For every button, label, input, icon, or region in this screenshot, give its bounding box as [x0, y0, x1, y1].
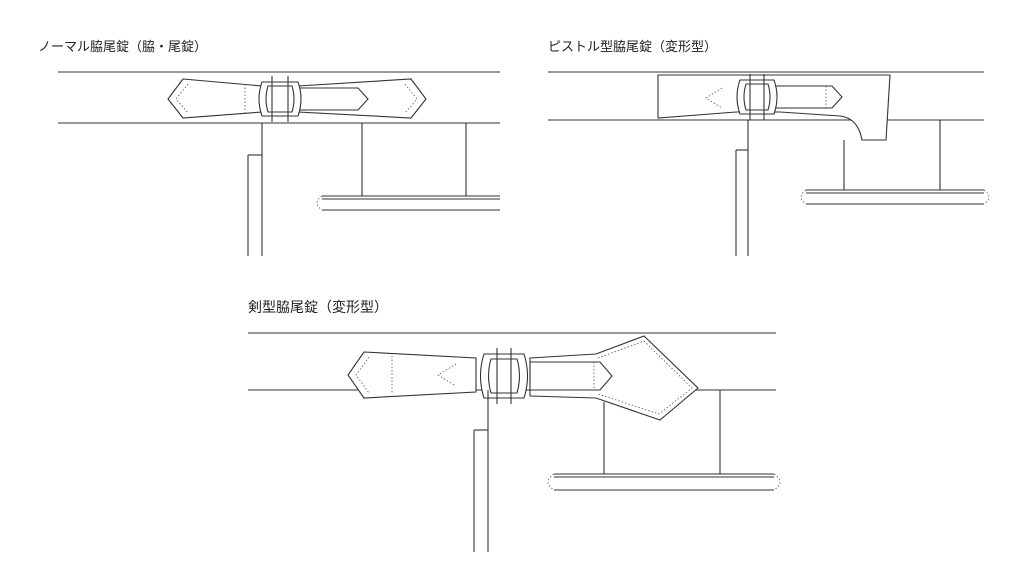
diagram-normal: [58, 71, 500, 256]
diagram-sword: [248, 332, 781, 552]
buckle: [736, 74, 778, 120]
buckle: [479, 348, 529, 404]
label-normal-side-buckle: ノーマル脇尾錠（脇・尾錠）: [38, 40, 208, 55]
diagram-pistol: [548, 71, 990, 256]
left-tab: [167, 78, 263, 119]
waist-bar: [322, 195, 500, 211]
label-sword-side-buckle: 剣型脇尾錠（変形型）: [248, 300, 388, 316]
waist-bar: [806, 189, 984, 205]
tongue: [299, 87, 369, 111]
label-pistol-side-buckle: ピストル型脇尾錠（変形型）: [548, 40, 718, 55]
buckle: [258, 76, 302, 122]
tongue: [529, 361, 613, 391]
left-tab: [347, 351, 477, 399]
waist-bar: [554, 473, 774, 491]
tongue: [769, 85, 843, 109]
sword-tab: [529, 335, 699, 421]
